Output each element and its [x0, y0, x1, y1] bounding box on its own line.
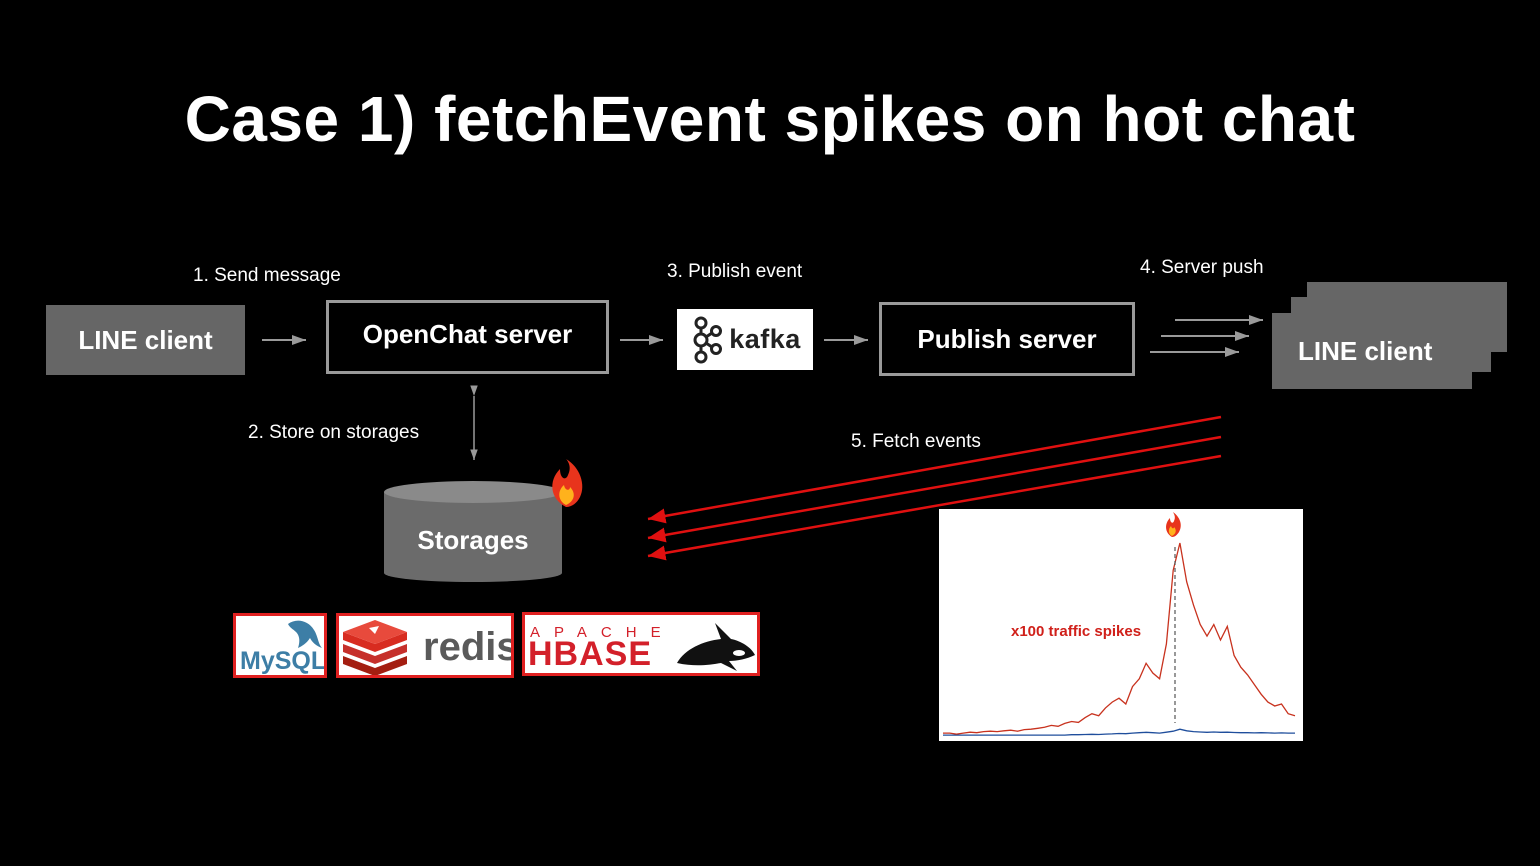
step-send-message: 1. Send message — [193, 265, 341, 286]
hbase-wordmark: HBASE — [528, 635, 652, 673]
mysql-logo: MySQL — [233, 613, 327, 678]
redis-logo: redis — [336, 613, 514, 678]
kafka-node: kafka — [677, 309, 813, 370]
mysql-wordmark: MySQL — [240, 647, 324, 675]
baseline-traffic-line — [943, 728, 1295, 736]
line-client-right-label: LINE client — [1298, 335, 1433, 366]
traffic-chart-svg: x100 traffic spikes — [943, 512, 1296, 736]
openchat-server-node: OpenChat server — [326, 300, 609, 374]
spike-traffic-line — [943, 542, 1296, 735]
spike-annotation: x100 traffic spikes — [1011, 623, 1141, 640]
kafka-label: kafka — [729, 324, 801, 354]
step-fetch-events: 5. Fetch events — [851, 431, 981, 452]
hbase-logo: APACHE HBASE — [522, 612, 760, 676]
openchat-server-label: OpenChat server — [362, 318, 573, 349]
traffic-spike-chart: x100 traffic spikes — [939, 509, 1303, 741]
publish-server-label: Publish server — [917, 323, 1097, 354]
orca-icon — [677, 623, 755, 671]
chart-fire-icon — [1166, 512, 1181, 537]
line-client-right-node: LINE client — [1272, 313, 1472, 389]
dolphin-icon — [288, 620, 322, 648]
redis-wordmark: redis — [423, 625, 511, 669]
kafka-logo-icon — [693, 316, 723, 363]
line-client-left-node: LINE client — [46, 305, 245, 375]
step-publish-event: 3. Publish event — [667, 261, 803, 282]
line-client-left-label: LINE client — [78, 324, 213, 355]
storages-cylinder — [384, 459, 583, 582]
slide-title: Case 1) fetchEvent spikes on hot chat — [184, 83, 1356, 155]
fire-icon — [552, 459, 583, 507]
redis-cube-icon — [343, 620, 407, 675]
publish-server-node: Publish server — [879, 302, 1135, 376]
hbase-apache-text: APACHE — [530, 624, 675, 641]
storages-label: Storages — [417, 525, 529, 555]
step-server-push: 4. Server push — [1140, 257, 1264, 278]
step-store-on-storages: 2. Store on storages — [248, 422, 420, 443]
